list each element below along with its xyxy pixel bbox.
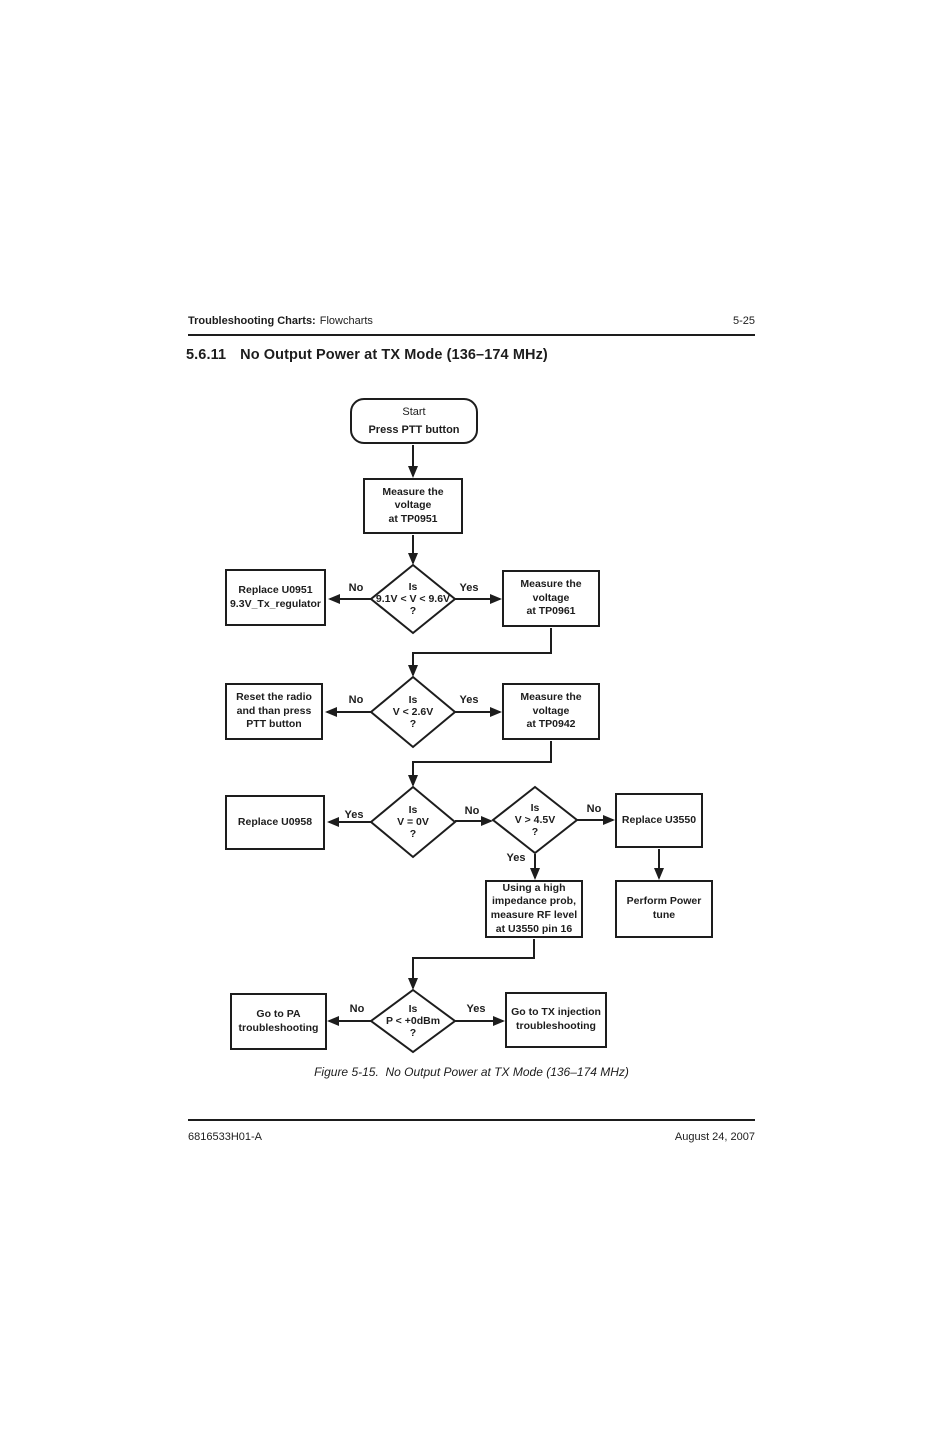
branch-label-yes-d3: Yes (344, 809, 364, 821)
decision-diamond-d5 (369, 988, 457, 1054)
flow-node-measure-tp0961: Measure the voltage at TP0961 (502, 570, 600, 627)
flow-node-goto-tx: Go to TX injection troubleshooting (505, 992, 607, 1048)
flow-node-replace-u3550: Replace U3550 (615, 793, 703, 848)
connector-tp0961-to-d2 (408, 628, 552, 677)
flow-node-measure-tp0951: Measure the voltage at TP0951 (363, 478, 463, 534)
header-section-regular: Flowcharts (319, 315, 373, 327)
branch-label-yes-d1: Yes (459, 582, 479, 594)
section-heading-title: No Output Power at TX Mode (136–174 MHz) (240, 347, 548, 363)
page-number: 5-25 (732, 315, 755, 327)
footer-date: August 24, 2007 (674, 1131, 755, 1143)
flow-node-impedance-probe: Using a high impedance prob, measure RF … (485, 880, 583, 938)
header-section-bold: Troubleshooting Charts: (188, 315, 316, 327)
decision-diamond-d4 (491, 785, 579, 855)
decision-text-d2: Is V < 2.6V ? (392, 694, 434, 731)
header-rule (188, 334, 755, 336)
figure-caption: Figure 5-15. No Output Power at TX Mode … (314, 1065, 629, 1079)
branch-label-no-d4: No (586, 803, 602, 815)
branch-label-no-d1: No (348, 582, 364, 594)
flow-node-replace-u0958: Replace U0958 (225, 795, 325, 850)
branch-label-yes-d2: Yes (459, 694, 479, 706)
footer-part-number: 6816533H01-A (188, 1131, 263, 1143)
branch-label-no-d3: No (464, 805, 480, 817)
footer-rule (188, 1119, 755, 1121)
header-breadcrumb: Troubleshooting Charts:Flowcharts (188, 315, 373, 327)
flow-node-replace-u0951: Replace U0951 9.3V_Tx_regulator (225, 569, 326, 626)
decision-text-d1: Is 9.1V < V < 9.6V ? (375, 581, 451, 618)
branch-label-yes-d5: Yes (466, 1003, 486, 1015)
decision-diamond-d2 (369, 675, 457, 749)
decision-text-d3: Is V = 0V ? (397, 804, 429, 841)
connector-tp0942-to-d3 (408, 741, 552, 787)
flow-node-goto-pa: Go to PA troubleshooting (230, 993, 327, 1050)
section-heading: 5.6.11 No Output Power at TX Mode (136–17… (186, 347, 548, 363)
branch-label-no-d5: No (349, 1003, 365, 1015)
branch-label-no-d2: No (348, 694, 364, 706)
branch-label-yes-d4: Yes (506, 852, 526, 864)
connector-impedance-to-d5 (408, 939, 535, 990)
decision-diamond-d3 (369, 785, 457, 859)
start-title: Start (402, 406, 426, 419)
decision-diamond-d1 (369, 563, 457, 635)
decision-text-d4: Is V > 4.5V ? (514, 802, 556, 839)
section-heading-number: 5.6.11 (186, 347, 227, 363)
decision-text-d5: Is P < +0dBm ? (385, 1003, 441, 1040)
flow-node-measure-tp0942: Measure the voltage at TP0942 (502, 683, 600, 740)
start-subtitle: Press PTT button (368, 423, 460, 436)
flow-node-reset-radio: Reset the radio and than press PTT butto… (225, 683, 323, 740)
flow-node-power-tune: Perform Power tune (615, 880, 713, 938)
flow-node-start: Start Press PTT button (350, 398, 478, 444)
decision-diamonds (369, 563, 579, 1054)
flowchart-arrows (325, 445, 664, 1026)
